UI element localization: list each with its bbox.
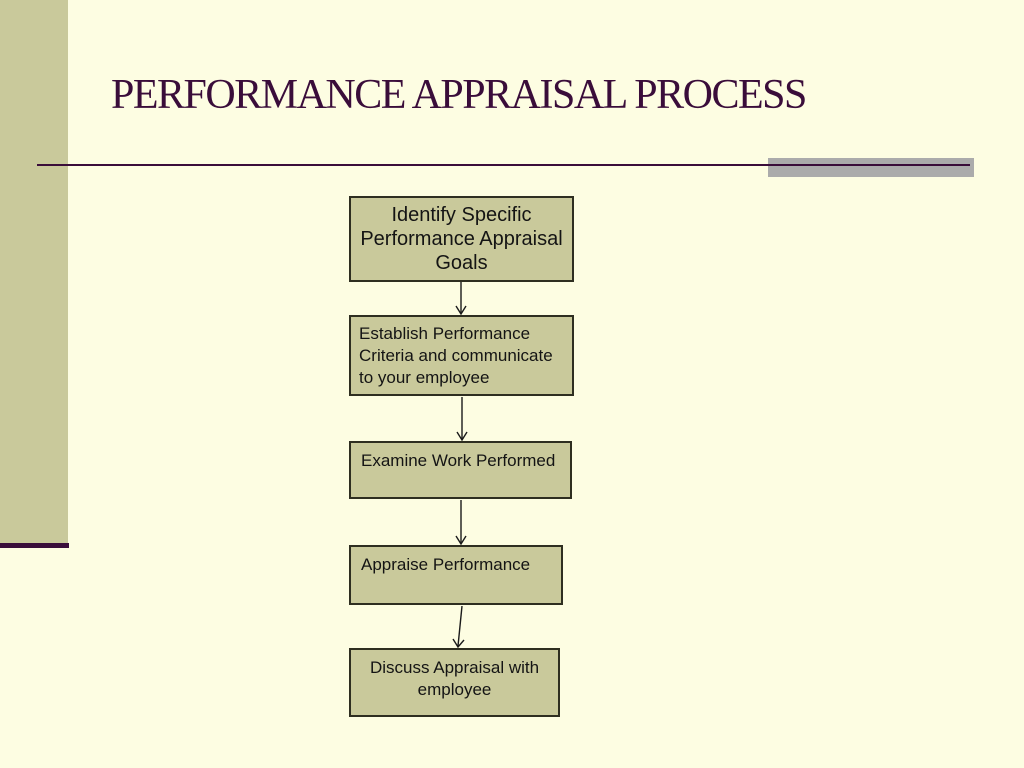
title-rule-gray-block [768, 158, 974, 177]
flow-arrow-2 [452, 397, 472, 446]
title-rule [37, 164, 970, 166]
flow-step-identify-goals: Identify Specific Performance Appraisal … [349, 196, 574, 282]
flow-step-appraise-performance: Appraise Performance [349, 545, 563, 605]
flow-arrow-4 [448, 605, 470, 653]
left-accent-bar [0, 0, 68, 543]
flow-step-establish-criteria: Establish Performance Criteria and commu… [349, 315, 574, 396]
flow-step-examine-work: Examine Work Performed [349, 441, 572, 499]
down-arrow-icon [456, 397, 468, 442]
flow-step-discuss-appraisal: Discuss Appraisal with employee [349, 648, 560, 717]
slide-title: PERFORMANCE APPRAISAL PROCESS [111, 72, 807, 118]
down-arrow-icon [455, 500, 467, 546]
left-accent-bar-underline [0, 543, 69, 548]
down-arrow-icon [452, 605, 465, 649]
flow-arrow-3 [451, 500, 471, 550]
flow-arrow-1 [451, 282, 471, 320]
down-arrow-icon [455, 282, 467, 316]
